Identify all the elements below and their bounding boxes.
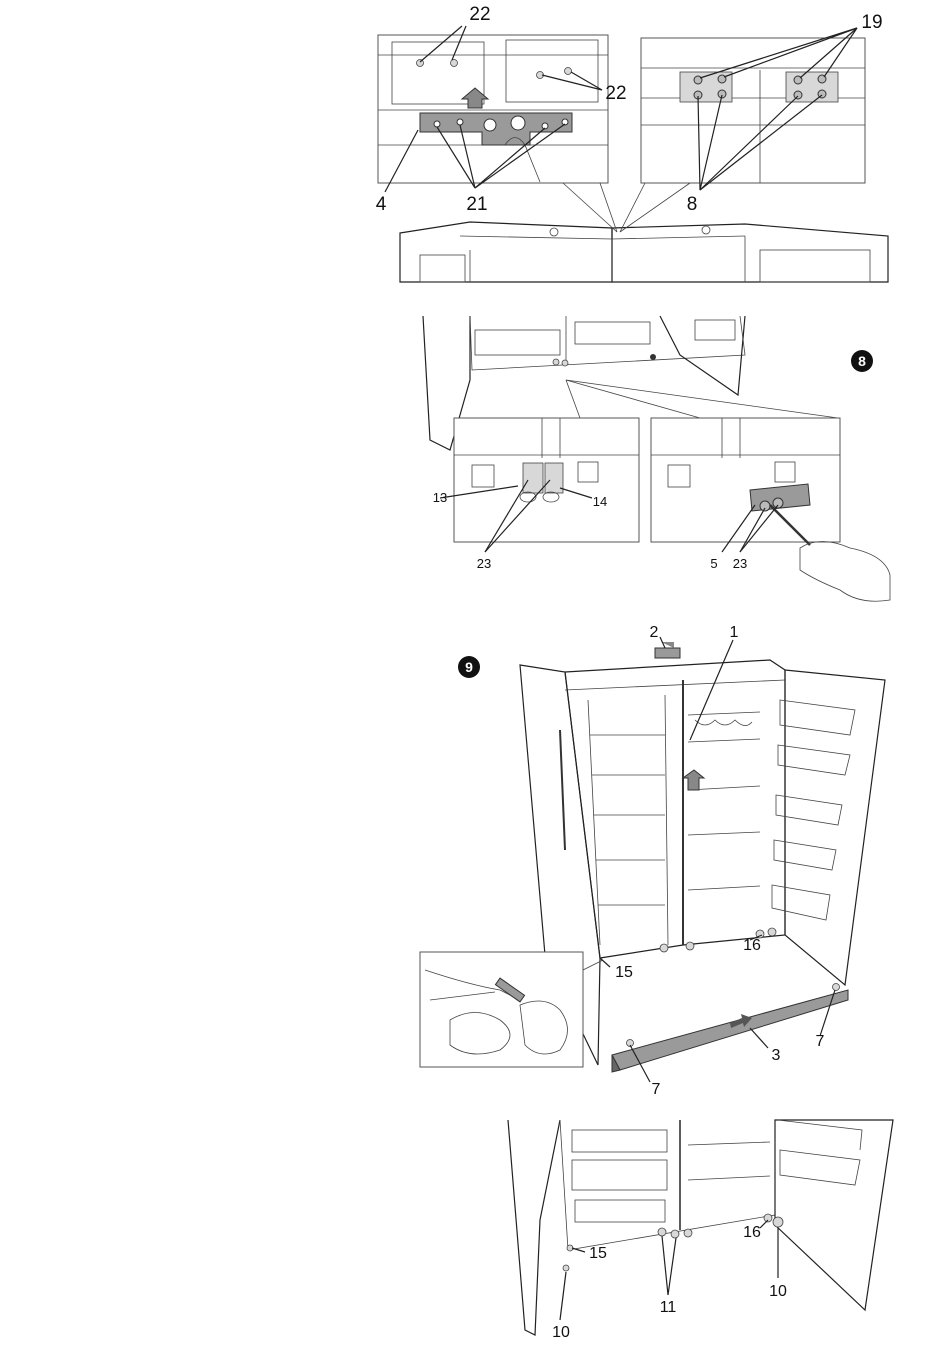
fridge-shelves (688, 712, 760, 890)
callout-1: 1 (730, 624, 739, 641)
callout-10: 10 (769, 1283, 787, 1300)
callout-5: 5 (710, 556, 717, 571)
step-badge-number: 8 (858, 353, 866, 369)
inset-right-bottom (651, 418, 840, 542)
top-cap-part (655, 648, 680, 658)
freezer-door-bottom (508, 1120, 560, 1335)
step-top-hinge: 22 22 19 4 21 8 (376, 4, 888, 282)
callout-15: 15 (589, 1245, 607, 1262)
callout-22: 22 (605, 83, 626, 104)
callout-7: 7 (816, 1033, 825, 1050)
step-feet-adjustment: 15 16 11 10 10 (508, 1120, 893, 1341)
inset-right-top (641, 38, 865, 183)
step-8-bottom-hinge: 8 (423, 316, 890, 601)
fridge-door-bottom (775, 1120, 893, 1310)
lower-shelves (572, 1120, 862, 1222)
callout-15: 15 (615, 964, 633, 981)
callout-16: 16 (743, 1224, 761, 1241)
callout-19: 19 (861, 12, 882, 33)
inset-left-top (378, 35, 608, 183)
inset-hands (420, 952, 583, 1067)
callout-14: 14 (593, 494, 607, 509)
callout-10: 10 (552, 1324, 570, 1341)
callout-3: 3 (772, 1047, 781, 1064)
fridge-body (565, 660, 785, 958)
callout-4: 4 (376, 194, 387, 215)
hinge-right (786, 72, 838, 102)
callout-2: 2 (650, 624, 659, 641)
step-9-fridge-assembly: 9 (420, 624, 885, 1098)
freezer-shelves (588, 695, 668, 945)
base-cover-part (612, 990, 848, 1070)
step-badge-number: 9 (465, 659, 473, 675)
fridge-top-right (612, 224, 888, 282)
fridge-top-left (400, 222, 612, 282)
callout-13: 13 (433, 490, 447, 505)
fridge-door (785, 670, 885, 985)
callout-21: 21 (466, 194, 487, 215)
callout-23: 23 (477, 556, 491, 571)
callout-8: 8 (687, 194, 698, 215)
callout-23: 23 (733, 556, 747, 571)
hand-icon (800, 542, 890, 602)
callout-16: 16 (743, 937, 761, 954)
up-arrow-icon (683, 770, 704, 790)
callout-7: 7 (652, 1081, 661, 1098)
callout-22: 22 (469, 4, 490, 25)
callout-11: 11 (660, 1299, 677, 1316)
